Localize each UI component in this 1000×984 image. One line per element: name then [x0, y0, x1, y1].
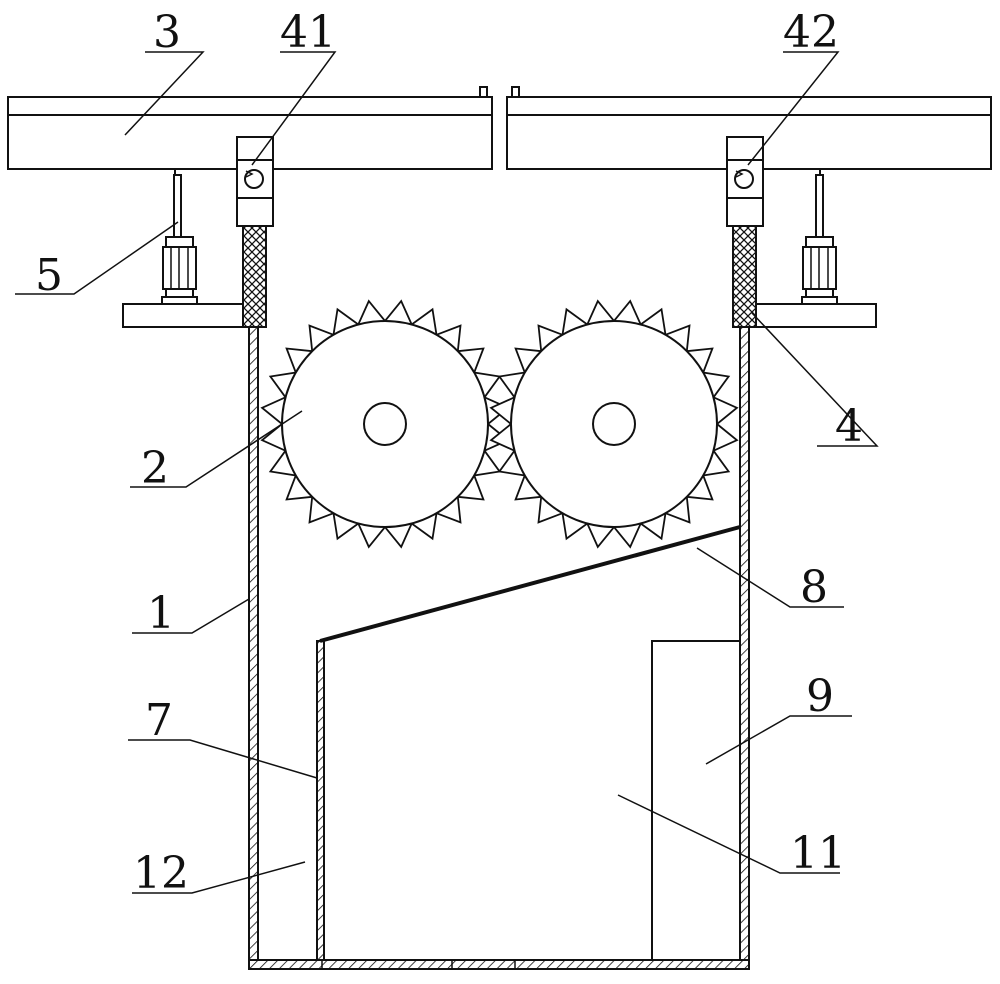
inclined-plate — [319, 525, 741, 643]
collection-box — [651, 640, 740, 960]
label-9: 9 — [806, 671, 834, 722]
cylinder-left — [161, 169, 198, 305]
plate-left — [122, 303, 244, 328]
leader-lines — [15, 51, 879, 894]
housing-wall-right — [739, 326, 750, 961]
rod-right — [732, 225, 757, 328]
gear-right-hub — [592, 402, 636, 446]
label-2: 2 — [141, 443, 169, 494]
label-8: 8 — [800, 562, 828, 613]
rotation-icon — [734, 169, 754, 189]
crushing-gears — [260, 299, 739, 549]
cylinder-right — [801, 169, 838, 305]
gear-left-hub — [363, 402, 407, 446]
slider-block-right — [726, 136, 764, 227]
housing-wall-left — [248, 326, 259, 961]
label-41: 41 — [280, 7, 336, 58]
label-12: 12 — [133, 848, 189, 899]
partition — [316, 640, 325, 961]
label-3: 3 — [153, 7, 181, 58]
label-5: 5 — [35, 250, 63, 301]
label-42: 42 — [783, 7, 839, 58]
rod-left — [242, 225, 267, 328]
label-4: 4 — [835, 401, 863, 452]
label-11: 11 — [790, 828, 846, 879]
housing-floor — [248, 959, 750, 970]
label-7: 7 — [145, 695, 173, 746]
rotation-icon — [244, 169, 264, 189]
slider-block-left — [236, 136, 274, 227]
plate-right — [755, 303, 877, 328]
label-1: 1 — [147, 588, 175, 639]
